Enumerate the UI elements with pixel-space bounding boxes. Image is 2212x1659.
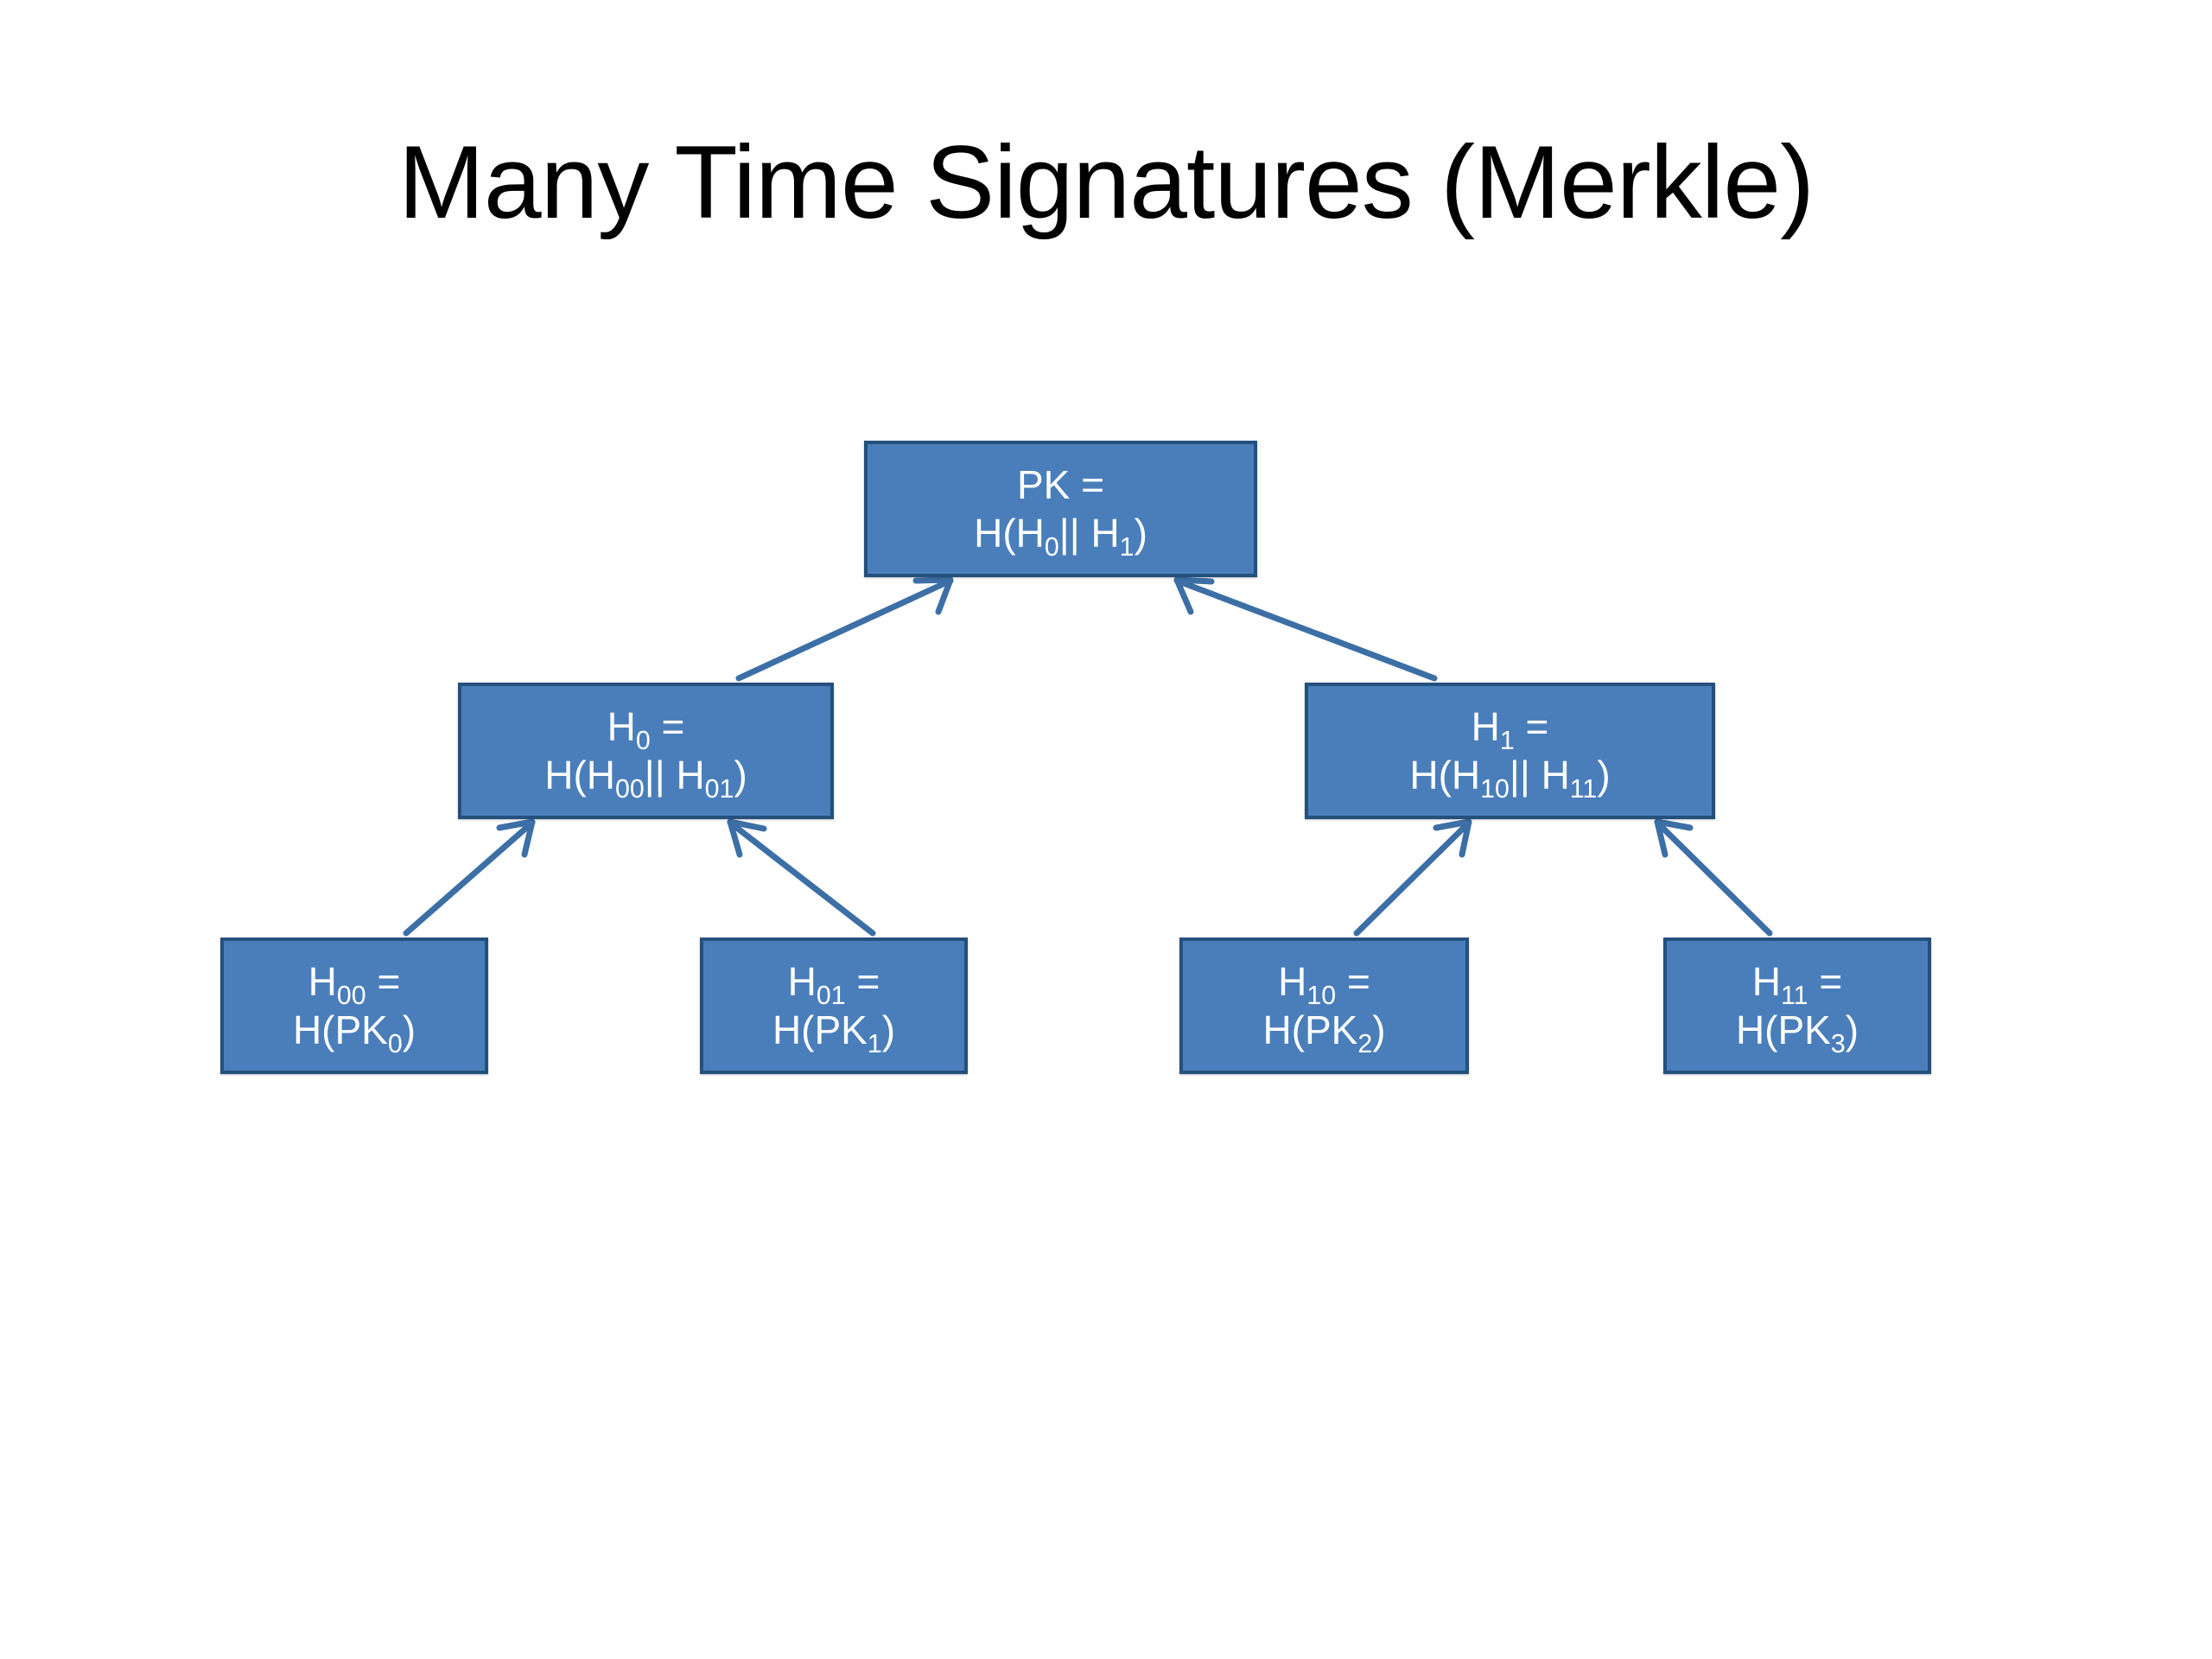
edge-h11-to-h1 <box>1654 818 1773 937</box>
edge-h1-to-root <box>1173 576 1438 682</box>
node-h11-line2: H(PK3) <box>1735 1007 1859 1058</box>
node-h00-line2: H(PK0) <box>292 1007 416 1058</box>
node-h1-line1: H1 = <box>1471 703 1549 755</box>
tree-node-root[interactable]: PK = H(H0|| H1) <box>864 441 1257 577</box>
tree-node-h0[interactable]: H0 = H(H00|| H01) <box>458 683 834 819</box>
edge-h0-to-root <box>735 576 954 682</box>
tree-node-h01[interactable]: H01 = H(PK1) <box>700 938 968 1074</box>
node-h11-line1: H11 = <box>1751 958 1843 1010</box>
node-h10-line1: H10 = <box>1278 958 1370 1010</box>
tree-node-h00[interactable]: H00 = H(PK0) <box>220 938 488 1074</box>
node-h0-line2: H(H00|| H01) <box>544 753 747 804</box>
node-h01-line1: H01 = <box>787 958 880 1010</box>
edge-h10-to-h1 <box>1353 818 1472 937</box>
tree-node-h1[interactable]: H1 = H(H10|| H11) <box>1305 683 1715 819</box>
node-h10-line2: H(PK2) <box>1262 1007 1386 1058</box>
node-h1-line2: H(H10|| H11) <box>1409 753 1611 804</box>
node-h00-line1: H00 = <box>308 958 401 1010</box>
edge-h00-to-h0 <box>403 818 536 937</box>
node-root-line2: H(H0|| H1) <box>974 511 1147 562</box>
node-h0-line1: H0 = <box>607 703 685 755</box>
node-h01-line2: H(PK1) <box>772 1007 896 1058</box>
page-title: Many Time Signatures (Merkle) <box>397 124 1815 240</box>
edge-h01-to-h0 <box>727 818 876 937</box>
node-root-line1: PK = <box>1016 461 1104 507</box>
tree-node-h10[interactable]: H10 = H(PK2) <box>1179 938 1469 1074</box>
tree-node-h11[interactable]: H11 = H(PK3) <box>1663 938 1931 1074</box>
